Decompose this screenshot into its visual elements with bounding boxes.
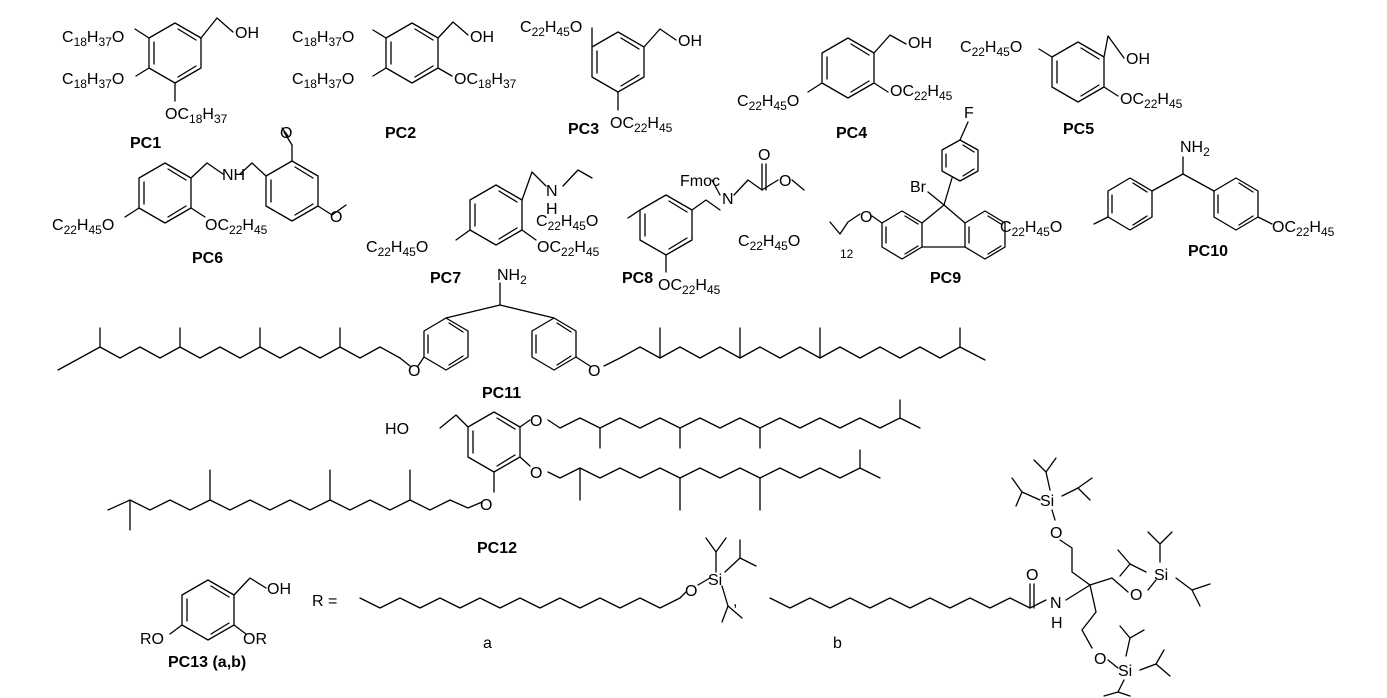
- r-definition: R = O Si a , O N H O O O Si: [312, 457, 1211, 697]
- pc3-alkyl-2: OC22H45: [610, 115, 673, 135]
- pc2-alkyl-1: C18H37O: [292, 29, 354, 49]
- pc1-alkyl-3: OC18H37: [165, 106, 228, 126]
- structure-pc8: N Fmoc O O C22H45O OC22H45 PC8: [536, 147, 805, 297]
- r-equals: R =: [312, 593, 337, 610]
- pc4-alkyl-2: OC22H45: [890, 83, 953, 103]
- pc13-oh: OH: [267, 581, 291, 598]
- pc10-alkyl-2: OC22H45: [1272, 219, 1335, 239]
- pc6-o-top: O: [280, 125, 292, 142]
- pc11-o-left: O: [408, 363, 420, 380]
- pc4-alkyl-1: C22H45O: [737, 93, 799, 113]
- compound-label-pc9: PC9: [930, 270, 961, 287]
- pc2-alkyl-3: OC18H37: [454, 71, 517, 91]
- r-a-si: Si: [708, 572, 722, 589]
- structure-pc5: OH C22H45O OC22H45 PC5: [960, 35, 1183, 138]
- structure-pc7: N H C22H45O OC22H45 PC7: [366, 169, 600, 287]
- r-option-a: a: [483, 635, 492, 652]
- pc5-alkyl-2: OC22H45: [1120, 91, 1183, 111]
- structure-pc12: HO O O O PC12: [107, 399, 921, 557]
- pc9-alkyl: C22H45O: [738, 233, 800, 253]
- pc8-alkyl-2: OC22H45: [658, 277, 721, 297]
- pc12-o-1: O: [530, 413, 542, 430]
- pc8-n: N: [722, 191, 734, 208]
- pc7-alkyl-2: OC22H45: [537, 239, 600, 259]
- structure-pc13: OH RO OR PC13 (a,b): [140, 577, 291, 671]
- pc12-o-3: O: [480, 497, 492, 514]
- pc12-ho: HO: [385, 421, 409, 438]
- r-b-o-3: O: [1094, 651, 1106, 668]
- pc7-h: H: [546, 201, 558, 218]
- compound-label-pc12: PC12: [477, 540, 517, 557]
- pc4-oh: OH: [908, 35, 932, 52]
- pc3-alkyl-1: C22H45O: [520, 19, 582, 39]
- r-b-si-3: Si: [1118, 663, 1132, 680]
- r-separator: ,: [733, 593, 737, 610]
- pc1-alkyl-2: C18H37O: [62, 71, 124, 91]
- pc12-o-2: O: [530, 465, 542, 482]
- pc2-oh: OH: [470, 29, 494, 46]
- r-b-si-2: Si: [1154, 567, 1168, 584]
- r-b-o-carbonyl: O: [1026, 567, 1038, 584]
- compound-label-pc2: PC2: [385, 125, 416, 142]
- r-option-b: b: [833, 635, 842, 652]
- compound-label-pc5: PC5: [1063, 121, 1094, 138]
- pc13-ro: RO: [140, 631, 164, 648]
- structure-pc4: OH C22H45O OC22H45 PC4: [737, 34, 953, 142]
- r-b-o-2: O: [1130, 587, 1142, 604]
- pc9-br: Br: [910, 179, 927, 196]
- r-b-o-1: O: [1050, 525, 1062, 542]
- r-b-si-1: Si: [1040, 493, 1054, 510]
- compound-label-pc4: PC4: [836, 125, 867, 142]
- structure-pc9: F Br O C22H45O 12 PC9: [738, 105, 1006, 287]
- compound-label-pc3: PC3: [568, 121, 599, 138]
- pc1-oh: OH: [235, 25, 259, 42]
- pc3-oh: OH: [678, 33, 702, 50]
- structure-pc3: OH C22H45O OC22H45 PC3: [520, 19, 702, 138]
- compound-label-pc10: PC10: [1188, 243, 1228, 260]
- pc6-alkyl-1: C22H45O: [52, 217, 114, 237]
- pc8-alkyl-1: C22H45O: [536, 213, 598, 233]
- pc7-alkyl-1: C22H45O: [366, 239, 428, 259]
- pc2-alkyl-2: C18H37O: [292, 71, 354, 91]
- r-a-o: O: [685, 583, 697, 600]
- pc9-chain-length: 12: [840, 247, 854, 261]
- compound-label-pc1: PC1: [130, 135, 161, 152]
- structure-pc1: OH C18H37O C18H37O OC18H37 PC1: [62, 17, 259, 152]
- structure-pc2: OH C18H37O C18H37O OC18H37 PC2: [292, 21, 517, 142]
- pc8-o-carbonyl: O: [758, 147, 770, 164]
- compound-label-pc7: PC7: [430, 270, 461, 287]
- pc8-o-ester: O: [779, 173, 791, 190]
- pc6-nh: NH: [222, 167, 245, 184]
- r-b-n: N: [1050, 595, 1062, 612]
- pc5-alkyl-1: C22H45O: [960, 39, 1022, 59]
- pc9-o: O: [860, 209, 872, 226]
- r-b-h: H: [1051, 615, 1063, 632]
- pc1-alkyl-1: C18H37O: [62, 29, 124, 49]
- structure-pc6: NH O O C22H45O OC22H45 PC6: [52, 125, 347, 267]
- pc10-nh2: NH2: [1180, 139, 1210, 159]
- compound-label-pc13: PC13 (a,b): [168, 654, 246, 671]
- structure-pc11: O O NH2 PC11: [57, 267, 986, 402]
- pc10-alkyl-1: C22H45O: [1000, 219, 1062, 239]
- pc6-o-right: O: [330, 209, 342, 226]
- compound-label-pc11: PC11: [482, 385, 521, 402]
- pc6-alkyl-2: OC22H45: [205, 217, 268, 237]
- pc5-oh: OH: [1126, 51, 1150, 68]
- compound-label-pc6: PC6: [192, 250, 223, 267]
- compound-label-pc8: PC8: [622, 270, 653, 287]
- pc11-nh2: NH2: [497, 267, 527, 287]
- pc11-o-right: O: [588, 363, 600, 380]
- pc9-f: F: [964, 105, 974, 122]
- pc8-fmoc: Fmoc: [680, 173, 720, 190]
- pc13-or: OR: [243, 631, 267, 648]
- pc7-n: N: [546, 183, 558, 200]
- structure-pc10: NH2 C22H45O OC22H45 PC10: [1000, 139, 1335, 260]
